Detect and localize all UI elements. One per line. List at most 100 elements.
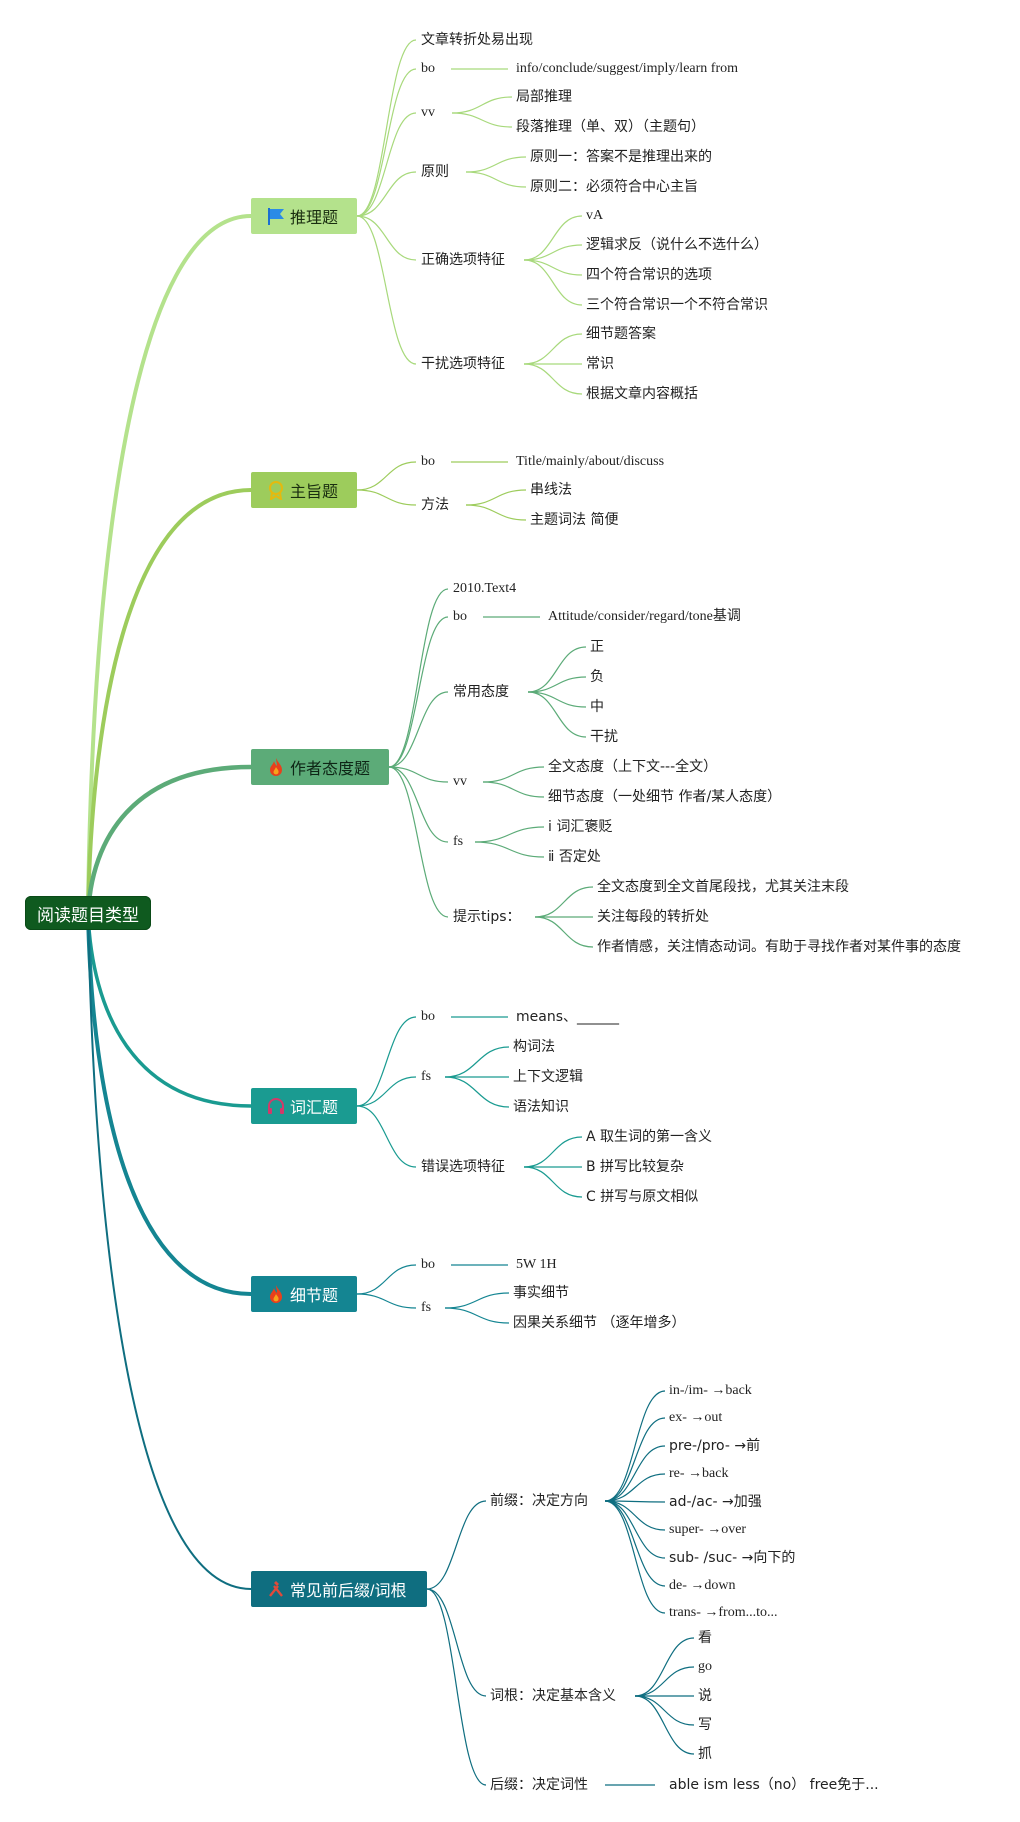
topic-correct-option-features[interactable]: 正确选项特征 bbox=[421, 252, 505, 268]
topic-prefix[interactable]: 前缀：决定方向 bbox=[490, 1493, 588, 1509]
branch-attitude[interactable]: 作者态度题 bbox=[251, 749, 389, 785]
topic-fs[interactable]: fs bbox=[421, 1069, 432, 1084]
subtopic-word-connotation[interactable]: ⅰ 词汇褒贬 bbox=[548, 819, 613, 835]
subtopic-summary[interactable]: 根据文章内容概括 bbox=[586, 386, 698, 402]
topic-distractor-features[interactable]: 干扰选项特征 bbox=[421, 356, 505, 372]
topic-common-attitudes[interactable]: 常用态度 bbox=[453, 684, 509, 700]
subtopic-prefix-trans[interactable]: trans- →from...to... bbox=[669, 1605, 778, 1620]
root-node[interactable]: 阅读题目类型 bbox=[25, 896, 151, 930]
connector bbox=[465, 504, 527, 521]
subtopic-prefix-in[interactable]: in-/im- →back bbox=[669, 1383, 752, 1398]
subtopic-tip-1[interactable]: 全文态度到全文首尾段找，尤其关注末段 bbox=[597, 879, 849, 895]
topic-bo[interactable]: bo bbox=[421, 454, 435, 469]
branch-label: 作者态度题 bbox=[290, 761, 371, 778]
topic-bo-value[interactable]: Attitude/consider/regard/tone基调 bbox=[548, 609, 741, 624]
branch-vocabulary[interactable]: 词汇题 bbox=[251, 1088, 357, 1124]
subtopic-detail-answer[interactable]: 细节题答案 bbox=[586, 326, 656, 342]
topic-2010-text4[interactable]: 2010.Text4 bbox=[453, 581, 517, 596]
subtopic-thread-method[interactable]: 串线法 bbox=[530, 482, 572, 498]
topic-bo-value[interactable]: Title/mainly/about/discuss bbox=[516, 454, 665, 469]
subtopic-root-say[interactable]: 说 bbox=[698, 1688, 712, 1704]
subtopic-root-grab[interactable]: 抓 bbox=[698, 1746, 712, 1762]
subtopic-principle-1[interactable]: 原则一：答案不是推理出来的 bbox=[530, 149, 712, 165]
topic-suffix[interactable]: 后缀：决定词性 bbox=[490, 1777, 588, 1793]
connector bbox=[356, 1016, 417, 1107]
subtopic-theme-word-method[interactable]: 主题词法 简便 bbox=[530, 512, 619, 528]
subtopic-negative[interactable]: 负 bbox=[590, 669, 604, 685]
subtopic-distraction[interactable]: 干扰 bbox=[590, 729, 618, 745]
medal-icon bbox=[265, 479, 287, 501]
root-label: 阅读题目类型 bbox=[37, 905, 139, 925]
subtopic-positive[interactable]: 正 bbox=[590, 639, 604, 655]
subtopic-prefix-pre[interactable]: pre-/pro- →前 bbox=[669, 1438, 761, 1454]
topic-bo[interactable]: bo bbox=[421, 1009, 435, 1024]
subtopic-cause-effect-detail[interactable]: 因果关系细节 （逐年增多） bbox=[513, 1315, 686, 1331]
subtopic-logic-inverse[interactable]: 逻辑求反（说什么不选什么） bbox=[586, 237, 768, 253]
flame-icon bbox=[265, 1283, 287, 1305]
topic-fs[interactable]: fs bbox=[453, 834, 464, 849]
subtopic-prefix-ad[interactable]: ad-/ac- →加强 bbox=[669, 1494, 762, 1510]
subtopic-tip-3[interactable]: 作者情感，关注情态动词。有助于寻找作者对某件事的态度 bbox=[597, 939, 961, 955]
connector bbox=[604, 1445, 666, 1502]
connector bbox=[388, 588, 449, 768]
branch-detail[interactable]: 细节题 bbox=[251, 1276, 357, 1312]
subtopic-root-write[interactable]: 写 bbox=[698, 1717, 712, 1733]
subtopic-neutral[interactable]: 中 bbox=[590, 699, 604, 715]
subtopic-common-sense[interactable]: 常识 bbox=[586, 356, 614, 372]
connector bbox=[527, 691, 587, 708]
subtopic-local-inference[interactable]: 局部推理 bbox=[516, 89, 572, 105]
branch-main-idea[interactable]: 主旨题 bbox=[251, 472, 357, 508]
subtopic-fact-detail[interactable]: 事实细节 bbox=[513, 1285, 569, 1301]
topic-vv[interactable]: vv bbox=[421, 105, 435, 120]
subtopic-prefix-re[interactable]: re- →back bbox=[669, 1466, 729, 1481]
subtopic-principle-2[interactable]: 原则二：必须符合中心主旨 bbox=[530, 179, 698, 195]
subtopic-root-see[interactable]: 看 bbox=[698, 1630, 712, 1646]
subtopic-tip-2[interactable]: 关注每段的转折处 bbox=[597, 909, 709, 925]
subtopic-grammar[interactable]: 语法知识 bbox=[513, 1099, 569, 1115]
subtopic-full-text-attitude[interactable]: 全文态度（上下文---全文） bbox=[548, 759, 718, 775]
topic-turning-point[interactable]: 文章转折处易出现 bbox=[421, 32, 533, 48]
topic-principles[interactable]: 原则 bbox=[421, 164, 449, 180]
subtopic-prefix-de[interactable]: de- →down bbox=[669, 1578, 736, 1593]
branch-affixes-roots[interactable]: 常见前后缀/词根 bbox=[251, 1571, 427, 1607]
connector bbox=[451, 96, 513, 114]
subtopic-first-meaning[interactable]: A 取生词的第一含义 bbox=[586, 1129, 713, 1145]
topic-methods[interactable]: 方法 bbox=[421, 497, 449, 513]
topic-bo[interactable]: bo bbox=[421, 61, 435, 76]
topic-bo-value[interactable]: means、______ bbox=[516, 1009, 619, 1025]
connector bbox=[465, 171, 527, 188]
connector bbox=[634, 1666, 695, 1697]
flag-icon bbox=[265, 205, 287, 227]
topic-bo[interactable]: bo bbox=[421, 1257, 435, 1272]
subtopic-negation[interactable]: ⅱ 否定处 bbox=[548, 849, 601, 865]
subtopic-similar-spelling[interactable]: C 拼写与原文相似 bbox=[586, 1189, 699, 1205]
subtopic-va[interactable]: vA bbox=[586, 208, 604, 223]
subtopic-complex-spelling[interactable]: B 拼写比较复杂 bbox=[586, 1159, 685, 1175]
topic-tips[interactable]: 提示tips： bbox=[453, 909, 521, 925]
subtopic-detail-attitude[interactable]: 细节态度（一处细节 作者/某人态度） bbox=[548, 789, 782, 805]
topic-root[interactable]: 词根：决定基本含义 bbox=[490, 1688, 616, 1704]
connector bbox=[523, 363, 583, 395]
connector bbox=[465, 156, 527, 173]
subtopic-prefix-ex[interactable]: ex- →out bbox=[669, 1410, 723, 1425]
topic-bo-value[interactable]: info/conclude/suggest/imply/learn from bbox=[516, 61, 739, 76]
subtopic-word-formation[interactable]: 构词法 bbox=[513, 1039, 555, 1055]
topic-bo-value[interactable]: 5W 1H bbox=[516, 1257, 557, 1272]
topic-vv[interactable]: vv bbox=[453, 774, 467, 789]
subtopic-suffix-examples[interactable]: able ism less（no） free免于... bbox=[669, 1777, 879, 1793]
branch-label: 细节题 bbox=[290, 1288, 339, 1305]
topic-fs[interactable]: fs bbox=[421, 1300, 432, 1315]
subtopic-context-logic[interactable]: 上下文逻辑 bbox=[513, 1069, 583, 1085]
topic-wrong-option-features[interactable]: 错误选项特征 bbox=[421, 1159, 505, 1175]
subtopic-paragraph-inference[interactable]: 段落推理（单、双）（主题句） bbox=[516, 119, 705, 135]
subtopic-three-common-sense[interactable]: 三个符合常识一个不符合常识 bbox=[586, 297, 768, 313]
subtopic-four-common-sense[interactable]: 四个符合常识的选项 bbox=[586, 267, 712, 283]
connector bbox=[356, 171, 417, 217]
connector bbox=[356, 461, 417, 491]
topic-bo[interactable]: bo bbox=[453, 609, 467, 624]
subtopic-prefix-sub[interactable]: sub- /suc- →向下的 bbox=[669, 1550, 796, 1566]
subtopic-prefix-super[interactable]: super- →over bbox=[669, 1522, 747, 1537]
subtopic-root-go[interactable]: go bbox=[698, 1659, 712, 1674]
branch-inference[interactable]: 推理题 bbox=[251, 198, 357, 234]
